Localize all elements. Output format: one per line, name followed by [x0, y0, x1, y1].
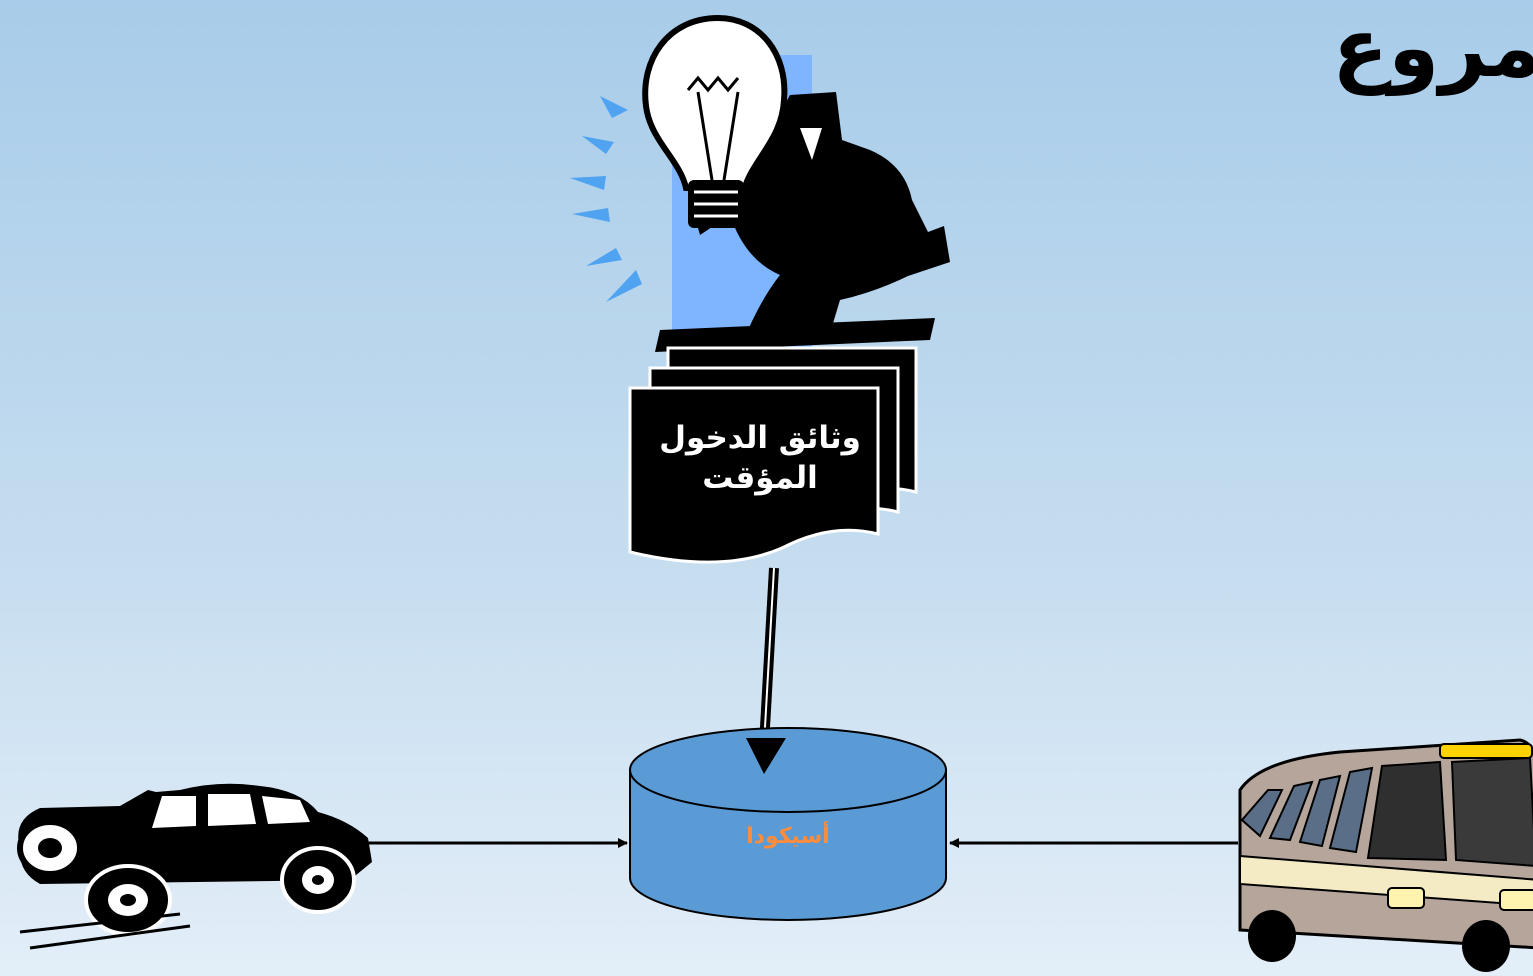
- vintage-car-icon: [18, 784, 372, 948]
- bus-icon: [1240, 740, 1533, 972]
- database-label: أسيكودا: [628, 824, 948, 849]
- documents-label-line-2: المؤقت: [640, 458, 880, 498]
- slide-title: مروع: [1332, 0, 1533, 98]
- documents-label: وثائق الدخول المؤقت: [640, 418, 880, 499]
- businessman-with-lightbulb-icon: [570, 18, 950, 355]
- documents-label-line-1: وثائق الدخول: [640, 418, 880, 458]
